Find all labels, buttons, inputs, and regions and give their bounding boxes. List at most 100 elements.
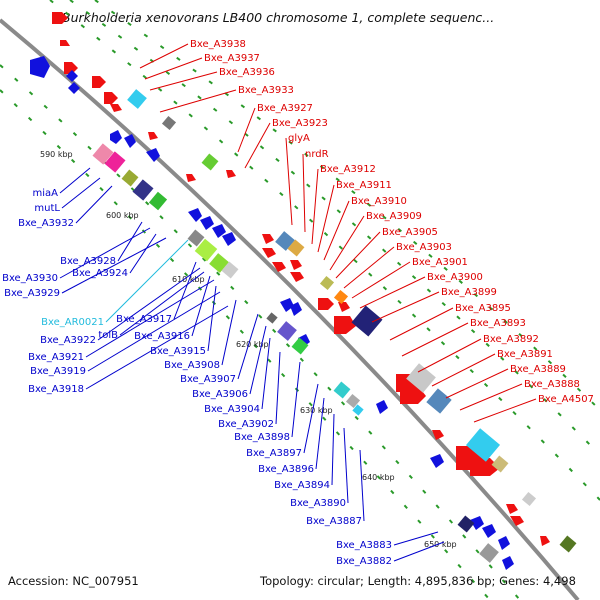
gene-red-4[interactable] — [92, 76, 106, 88]
gene-purple-1[interactable] — [277, 321, 297, 341]
blue-gene-label[interactable]: Bxe_A3916 — [134, 331, 190, 342]
red-gene-label[interactable]: Bxe_A3901 — [412, 257, 468, 268]
gene-red-5[interactable] — [104, 92, 118, 104]
blue-gene-label[interactable]: mutL — [34, 203, 60, 214]
gene-blue-6[interactable] — [146, 148, 160, 162]
blue-gene-label[interactable]: Bxe_A3897 — [246, 448, 302, 459]
gene-red-15[interactable] — [318, 298, 334, 310]
blue-gene-label[interactable]: Bxe_A3918 — [28, 384, 84, 395]
blue-gene-label[interactable]: Bxe_A3882 — [336, 556, 392, 567]
blue-gene-label[interactable]: Bxe_A3922 — [40, 335, 96, 346]
gene-silver-1[interactable] — [221, 261, 239, 279]
gene-blue-4[interactable] — [110, 130, 122, 144]
red-gene-label[interactable]: Bxe_A3900 — [427, 272, 483, 283]
gene-blue-16[interactable] — [470, 516, 484, 530]
gene-red-12[interactable] — [272, 262, 286, 272]
blue-gene-label[interactable]: Bxe_A3896 — [258, 464, 314, 475]
gene-red-24[interactable] — [510, 516, 524, 526]
red-gene-label[interactable]: Bxe_A3892 — [483, 334, 539, 345]
gene-green-3[interactable] — [291, 337, 309, 355]
gene-red-2[interactable] — [60, 40, 70, 46]
red-gene-label[interactable]: Bxe_A3910 — [351, 196, 407, 207]
gene-navy-2[interactable] — [351, 305, 383, 337]
gene-red-11[interactable] — [262, 248, 276, 258]
gene-blue-9[interactable] — [212, 224, 226, 238]
gene-olive-3[interactable] — [559, 535, 577, 553]
blue-gene-label[interactable]: Bxe_A3906 — [192, 389, 248, 400]
blue-gene-label[interactable]: Bxe_A3907 — [180, 374, 236, 385]
gene-red-23[interactable] — [506, 504, 518, 514]
gene-blue-8[interactable] — [200, 216, 214, 230]
blue-gene-label[interactable]: Bxe_A3932 — [18, 218, 74, 229]
gene-pink-1[interactable] — [92, 143, 114, 165]
red-gene-label[interactable]: Bxe_A4507 — [538, 394, 594, 405]
red-gene-label[interactable]: Bxe_A3905 — [382, 227, 438, 238]
blue-gene-label[interactable]: Bxe_A3898 — [234, 432, 290, 443]
gene-cyan-1[interactable] — [127, 89, 147, 109]
gene-navy-3[interactable] — [457, 515, 475, 533]
blue-gene-label[interactable]: Bxe_A3917 — [116, 314, 172, 325]
red-gene-label[interactable]: Bxe_A3891 — [497, 349, 553, 360]
blue-gene-label[interactable]: Bxe_A3894 — [274, 480, 330, 491]
blue-gene-label[interactable]: Bxe_A3902 — [218, 419, 274, 430]
red-gene-label[interactable]: Bxe_A3938 — [190, 39, 246, 50]
gene-blue-14[interactable] — [376, 400, 388, 414]
gene-red-13[interactable] — [290, 260, 302, 270]
gene-blue-12[interactable] — [290, 302, 302, 316]
gene-cyan-3[interactable] — [352, 404, 364, 416]
red-gene-label[interactable]: Bxe_A3927 — [257, 103, 313, 114]
gene-olive-2[interactable] — [319, 275, 335, 291]
gene-red-17[interactable] — [338, 302, 350, 312]
gene-red-10[interactable] — [262, 234, 274, 244]
gene-magenta-1[interactable] — [104, 151, 126, 173]
gene-cyan-4[interactable] — [465, 428, 501, 462]
gene-red-16[interactable] — [334, 316, 356, 334]
gene-blue-3[interactable] — [68, 82, 80, 94]
gene-red-1[interactable] — [52, 12, 68, 24]
red-gene-label[interactable]: Bxe_A3911 — [336, 180, 392, 191]
gene-green-2[interactable] — [201, 153, 219, 171]
gene-blue-1[interactable] — [30, 56, 50, 78]
red-gene-label[interactable]: Bxe_A3895 — [455, 303, 511, 314]
blue-gene-label[interactable]: tolB — [98, 330, 118, 341]
gene-silver-2[interactable] — [406, 363, 436, 393]
gene-cyan-2[interactable] — [333, 381, 351, 399]
gene-red-6[interactable] — [110, 104, 122, 112]
red-gene-label[interactable]: Bxe_A3936 — [219, 67, 275, 78]
gene-red-25[interactable] — [540, 536, 550, 546]
gene-orange-1[interactable] — [333, 289, 349, 305]
blue-gene-label[interactable]: Bxe_A3890 — [290, 498, 346, 509]
gene-tan-1[interactable] — [287, 239, 305, 257]
gene-blue-17[interactable] — [482, 524, 496, 538]
gene-grey-3[interactable] — [266, 312, 278, 324]
blue-gene-label[interactable]: Bxe_A3929 — [4, 288, 60, 299]
gene-silver-3[interactable] — [521, 491, 537, 507]
blue-gene-label[interactable]: Bxe_A3919 — [30, 366, 86, 377]
gene-grey-2[interactable] — [187, 229, 205, 247]
cyan-gene-label[interactable]: Bxe_AR0021 — [41, 317, 104, 328]
gene-grey-5[interactable] — [479, 543, 499, 563]
gene-red-14[interactable] — [290, 272, 304, 282]
gene-lime-1[interactable] — [194, 238, 218, 262]
gene-blue-18[interactable] — [498, 536, 510, 550]
red-gene-label[interactable]: Bxe_A3889 — [510, 364, 566, 375]
gene-red-7[interactable] — [148, 132, 158, 140]
gene-red-9[interactable] — [226, 170, 236, 178]
gene-red-19[interactable] — [400, 386, 426, 404]
blue-gene-label[interactable]: Bxe_A3915 — [150, 346, 206, 357]
red-gene-label[interactable]: glyA — [288, 133, 310, 144]
gene-blue-15[interactable] — [430, 454, 444, 468]
red-gene-label[interactable]: Bxe_A3912 — [320, 164, 376, 175]
red-gene-label[interactable]: Bxe_A3937 — [204, 53, 260, 64]
blue-gene-label[interactable]: Bxe_A3887 — [306, 516, 362, 527]
blue-gene-label[interactable]: Bxe_A3924 — [72, 268, 128, 279]
red-gene-label[interactable]: nrdR — [305, 149, 329, 160]
gene-steel-2[interactable] — [426, 388, 452, 414]
red-gene-label[interactable]: Bxe_A3903 — [396, 242, 452, 253]
gene-blue-19[interactable] — [502, 556, 514, 570]
blue-gene-label[interactable]: Bxe_A3921 — [28, 352, 84, 363]
gene-blue-7[interactable] — [188, 208, 202, 222]
red-gene-label[interactable]: Bxe_A3933 — [238, 85, 294, 96]
gene-navy-1[interactable] — [132, 179, 154, 201]
blue-gene-label[interactable]: Bxe_A3904 — [204, 404, 260, 415]
